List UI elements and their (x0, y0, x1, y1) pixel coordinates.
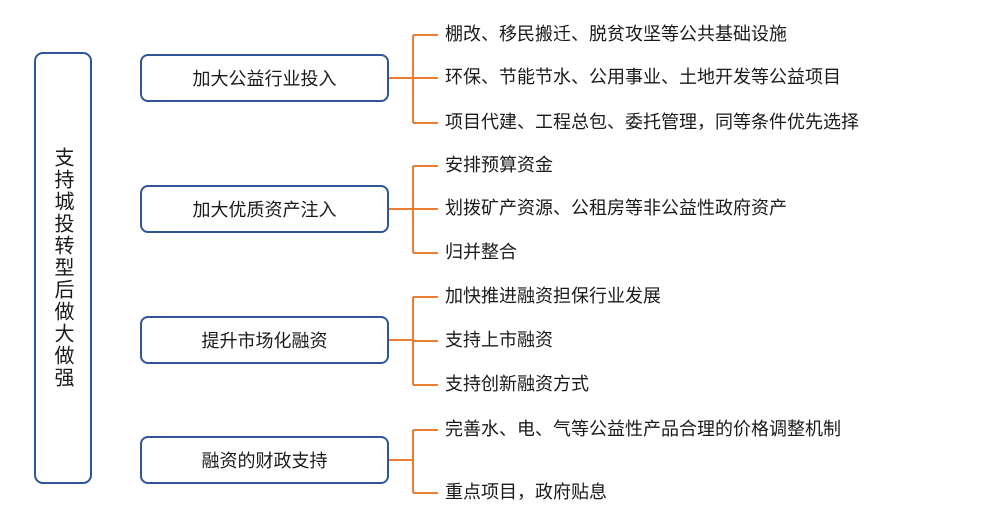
leaf-item: 棚改、移民搬迁、脱贫攻坚等公共基础设施 (445, 24, 787, 45)
leaf-item: 完善水、电、气等公益性产品合理的价格调整机制 (445, 419, 841, 440)
category-node-fiscal-support: 融资的财政支持 (140, 436, 389, 484)
category-label: 加大优质资产注入 (192, 200, 337, 221)
leaf-item: 安排预算资金 (445, 155, 553, 176)
leaf-item: 划拨矿产资源、公租房等非公益性政府资产 (445, 198, 787, 219)
leaf-item: 支持创新融资方式 (445, 374, 589, 395)
category-label: 加大公益行业投入 (192, 69, 337, 90)
leaf-item: 项目代建、工程总包、委托管理，同等条件优先选择 (445, 112, 859, 133)
connector-bracket (389, 34, 438, 124)
root-label: 支持城投转型后做大做强 (51, 147, 75, 389)
root-node: 支持城投转型后做大做强 (34, 52, 92, 484)
connector-bracket (389, 165, 438, 254)
connector-bracket (389, 296, 438, 386)
leaf-item: 归并整合 (445, 242, 517, 263)
category-node-public-welfare: 加大公益行业投入 (140, 54, 389, 102)
category-node-market-financing: 提升市场化融资 (140, 316, 389, 364)
leaf-item: 支持上市融资 (445, 330, 553, 351)
leaf-item: 环保、节能节水、公用事业、土地开发等公益项目 (445, 67, 841, 88)
connector-bracket (389, 429, 438, 494)
leaf-item: 重点项目，政府贴息 (445, 482, 607, 503)
category-label: 提升市场化融资 (201, 331, 328, 352)
leaf-item: 加快推进融资担保行业发展 (445, 286, 661, 307)
category-node-asset-injection: 加大优质资产注入 (140, 185, 389, 233)
category-label: 融资的财政支持 (201, 451, 328, 472)
